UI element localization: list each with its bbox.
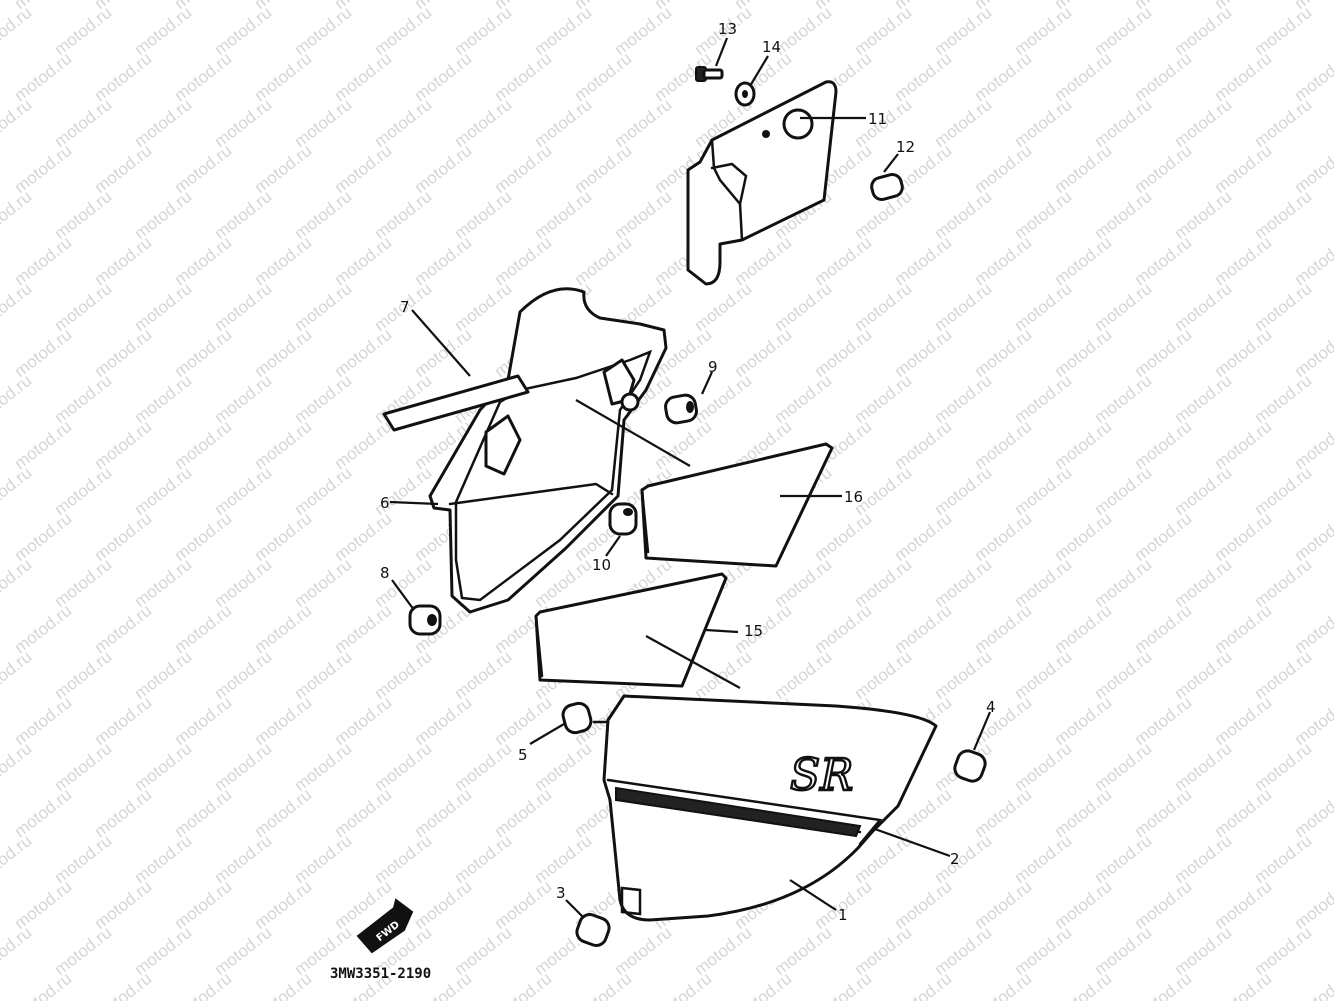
part-1-side-cover: SR (592, 694, 938, 922)
callout-1: 1 (838, 906, 848, 924)
watermark-text: motod.ru (0, 555, 35, 611)
watermark-text: motod.ru (1291, 417, 1334, 473)
watermark-text: motod.ru (11, 969, 76, 1001)
watermark-text: motod.ru (1131, 969, 1196, 1001)
part-14-washer (734, 81, 756, 107)
watermark-text: motod.ru (1291, 601, 1334, 657)
callout-14: 14 (762, 38, 781, 56)
watermark-text: motod.ru (0, 739, 35, 795)
watermark-text: motod.ru (0, 95, 35, 151)
watermark-text: motod.ru (1291, 969, 1334, 1001)
watermark-text: motod.ru (651, 969, 716, 1001)
part-4-grommet (953, 749, 987, 783)
part-10-grommet (608, 502, 638, 536)
watermark-text: motod.ru (971, 969, 1036, 1001)
callout-10: 10 (592, 556, 611, 574)
callout-2: 2 (950, 850, 960, 868)
watermark-text: motod.ru (91, 969, 156, 1001)
part-6-side-cover-frame (428, 287, 668, 614)
watermark-text: motod.ru (811, 969, 876, 1001)
part-3-grommet (575, 913, 611, 947)
watermark-text: motod.ru (1291, 785, 1334, 841)
part-16-panel (640, 442, 834, 568)
part-15-panel (534, 572, 728, 688)
watermark-text: motod.ru (0, 923, 35, 979)
watermark-text: motod.ru (1291, 49, 1334, 105)
callout-4: 4 (986, 698, 996, 716)
watermark-text: motod.ru (0, 3, 35, 59)
watermark-text: motod.ru (0, 831, 35, 887)
watermark-text: motod.ru (171, 969, 236, 1001)
callout-5: 5 (518, 746, 528, 764)
callout-8: 8 (380, 564, 390, 582)
callout-15: 15 (744, 622, 763, 640)
watermark-text: motod.ru (0, 463, 35, 519)
watermark-text: motod.ru (0, 279, 35, 335)
part-9-grommet (664, 393, 698, 425)
watermark-text: motod.ru (1211, 969, 1276, 1001)
callout-16: 16 (844, 488, 863, 506)
callout-7: 7 (400, 298, 410, 316)
watermark-text: motod.ru (251, 969, 316, 1001)
part-7-seal-strip (382, 374, 530, 432)
part-8-grommet (408, 604, 442, 636)
watermark-text: motod.ru (1291, 693, 1334, 749)
watermark-text: motod.ru (571, 969, 636, 1001)
watermark-text: motod.ru (1051, 969, 1116, 1001)
watermark-text: motod.ru (0, 647, 35, 703)
watermark-text: motod.ru (0, 187, 35, 243)
leader-lines (389, 37, 992, 919)
watermark-text: motod.ru (1291, 233, 1334, 289)
part-12-grommet (870, 173, 904, 201)
watermark-text: motod.ru (1291, 141, 1334, 197)
callout-13: 13 (718, 20, 737, 38)
fwd-arrow-icon: FWD (356, 898, 414, 954)
callout-9: 9 (708, 358, 718, 376)
watermark-text: motod.ru (1291, 325, 1334, 381)
callout-12: 12 (896, 138, 915, 156)
callout-6: 6 (380, 494, 390, 512)
diagram-code: 3MW3351-2190 (330, 966, 431, 982)
callout-labels: 13 14 11 12 7 9 6 16 10 8 15 5 4 2 1 3 (380, 20, 996, 924)
part-5-grommet (561, 701, 593, 735)
watermark-text: motod.ru (0, 371, 35, 427)
callout-3: 3 (556, 884, 566, 902)
watermark-text: motod.ru (1291, 877, 1334, 933)
sr-logo: SR (790, 750, 853, 801)
watermark-text: motod.ru (891, 969, 956, 1001)
callout-11: 11 (868, 110, 887, 128)
part-13-bolt (695, 66, 724, 82)
watermark-text: motod.ru (731, 969, 796, 1001)
watermark-text: motod.ru (491, 969, 556, 1001)
watermark-text: motod.ru (1291, 509, 1334, 565)
